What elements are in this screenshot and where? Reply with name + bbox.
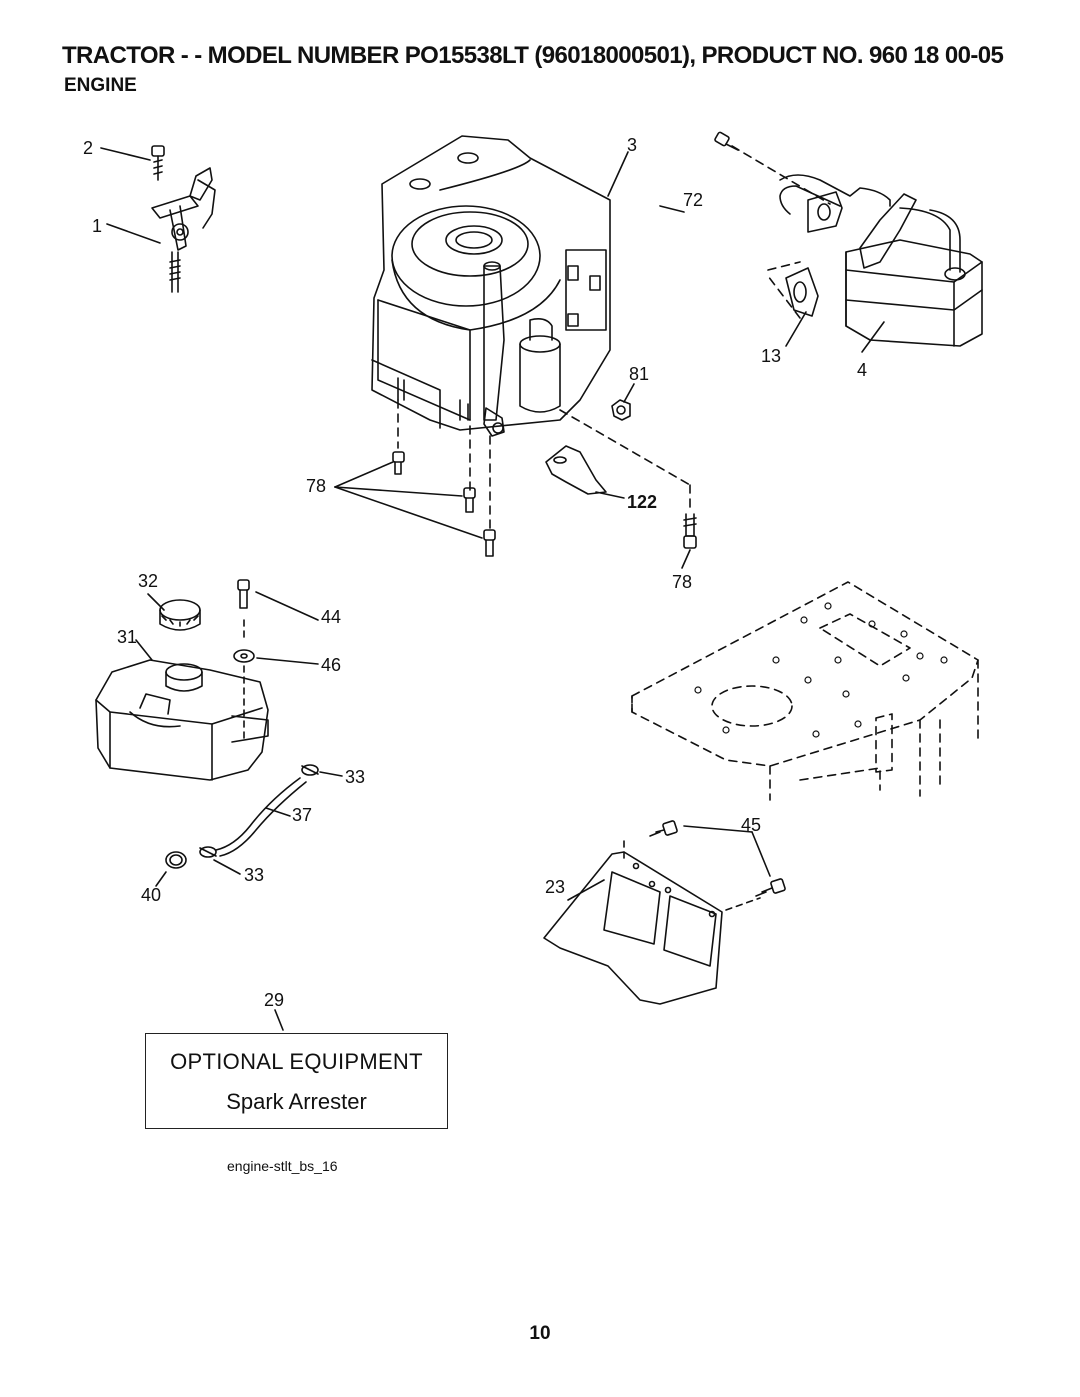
diagram-id: engine-stlt_bs_16 xyxy=(227,1158,338,1174)
page-title: TRACTOR - - MODEL NUMBER PO15538LT (9601… xyxy=(62,42,1004,69)
page-number: 10 xyxy=(529,1323,551,1344)
muffler-drawing xyxy=(659,131,983,353)
bracket-drawing xyxy=(545,445,625,499)
callout-1: 1 xyxy=(92,216,102,236)
nut-drawing xyxy=(611,383,635,421)
callout-13: 13 xyxy=(761,346,781,366)
callout-72: 72 xyxy=(683,190,703,210)
callout-37: 37 xyxy=(292,805,312,825)
callout-29: 29 xyxy=(264,990,284,1010)
callout-78-right: 78 xyxy=(672,572,692,592)
callout-2: 2 xyxy=(83,138,93,158)
engine-drawing xyxy=(371,135,629,437)
callout-33-upper: 33 xyxy=(345,767,365,787)
fuel-tank-drawing xyxy=(95,579,343,887)
frame-drawing xyxy=(631,581,979,801)
engine-pan-drawing xyxy=(543,820,786,1005)
callout-31: 31 xyxy=(117,627,137,647)
section-title: ENGINE xyxy=(64,75,137,96)
callout-23: 23 xyxy=(545,877,565,897)
callout-45: 45 xyxy=(741,815,761,835)
assembly-lines xyxy=(397,145,831,531)
callout-40: 40 xyxy=(141,885,161,905)
callout-78-left: 78 xyxy=(306,476,326,496)
engine-bolts-drawing xyxy=(334,451,697,569)
frame-holes xyxy=(694,602,948,738)
callout-3: 3 xyxy=(627,135,637,155)
callout-46: 46 xyxy=(321,655,341,675)
optional-equipment-box: OPTIONAL EQUIPMENT Spark Arrester xyxy=(145,1033,448,1129)
callout-122: 122 xyxy=(627,492,657,512)
optional-leader xyxy=(274,1009,284,1031)
callout-81: 81 xyxy=(629,364,649,384)
optional-equipment-item: Spark Arrester xyxy=(226,1089,367,1114)
callout-4: 4 xyxy=(857,360,867,380)
callout-33-lower: 33 xyxy=(244,865,264,885)
callout-44: 44 xyxy=(321,607,341,627)
throttle-control-drawing xyxy=(100,145,216,293)
optional-equipment-heading: OPTIONAL EQUIPMENT xyxy=(170,1049,423,1074)
callout-32: 32 xyxy=(138,571,158,591)
